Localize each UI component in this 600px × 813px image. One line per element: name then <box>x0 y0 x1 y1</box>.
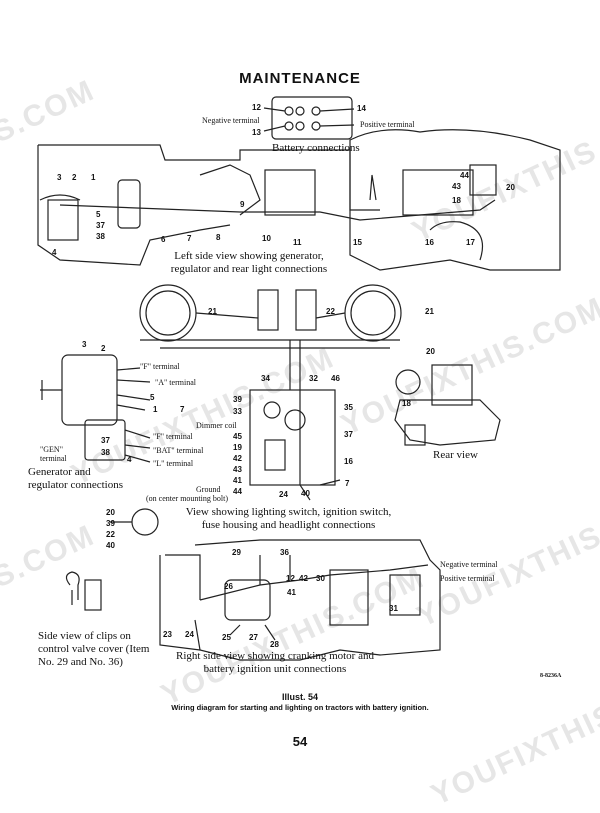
page-title: MAINTENANCE <box>239 70 361 87</box>
callout-number: 4 <box>127 455 132 464</box>
clips-caption: Side view of clips on control valve cove… <box>38 630 150 668</box>
callout-number: 9 <box>240 200 245 209</box>
callout-number: 15 <box>353 238 362 247</box>
callout-number: 31 <box>389 604 398 613</box>
callout-number: 8 <box>216 233 221 242</box>
rear-caption: Rear view <box>433 449 478 461</box>
callout-number: 16 <box>425 238 434 247</box>
callout-number: 1 <box>153 405 158 414</box>
callout-number: 16 <box>344 457 353 466</box>
callout-number: 10 <box>262 234 271 243</box>
callout-number: 40 <box>301 489 310 498</box>
ground-label: Ground <box>196 485 221 494</box>
callout-number: 39 <box>233 395 242 404</box>
callout-number: 5 <box>150 393 155 402</box>
dimmer-coil-label: Dimmer coil <box>196 421 237 430</box>
callout-number: 18 <box>452 196 461 205</box>
callout-number: 3 <box>82 340 87 349</box>
wiring-diagram <box>37 96 561 661</box>
callout-number: 43 <box>233 465 242 474</box>
callout-number: 7 <box>187 234 192 243</box>
right-negative-label: Negative terminal <box>440 560 498 569</box>
callout-number: 1 <box>91 173 96 182</box>
callout-number: 18 <box>402 399 411 408</box>
right-side-caption: Right side view showing cranking motor a… <box>176 650 374 675</box>
callout-number: 37 <box>344 430 353 439</box>
callout-number: 40 <box>106 541 115 550</box>
battery-caption: Battery connections <box>272 142 360 154</box>
callout-number: 4 <box>52 248 57 257</box>
right-positive-label: Positive terminal <box>440 574 495 583</box>
callout-number: 20 <box>506 183 515 192</box>
callout-number: 2 <box>72 173 77 182</box>
callout-number: 5 <box>96 210 101 219</box>
callout-number: 38 <box>101 448 110 457</box>
callout-number: 6 <box>161 235 166 244</box>
callout-number: 13 <box>252 128 261 137</box>
callout-number: 34 <box>261 374 270 383</box>
callout-number: 17 <box>466 238 475 247</box>
callout-number: 33 <box>233 407 242 416</box>
manual-page: S.COM YOUFIXTHIS YOUFIXTHIS.COM YOUFIXTH… <box>0 70 600 812</box>
battery-positive-label: Positive terminal <box>360 120 415 129</box>
callout-number: 25 <box>222 633 231 642</box>
switch-caption: View showing lighting switch, ignition s… <box>185 506 392 531</box>
callout-number: 37 <box>96 221 105 230</box>
callout-number: 26 <box>224 582 233 591</box>
callout-number: 41 <box>233 476 242 485</box>
f-terminal-label: "F" terminal <box>140 362 180 371</box>
callout-number: 38 <box>96 232 105 241</box>
callout-number: 14 <box>357 104 366 113</box>
callout-number: 44 <box>460 171 469 180</box>
callout-number: 29 <box>232 548 241 557</box>
callout-number: 11 <box>293 238 302 247</box>
callout-number: 2 <box>101 344 106 353</box>
illustration-label: Illust. 54 <box>281 692 318 702</box>
callout-number: 3 <box>57 173 62 182</box>
callout-number: 19 <box>233 443 242 452</box>
generator-caption: Generator and regulator connections <box>28 466 123 491</box>
callout-number: 42 <box>233 454 242 463</box>
callout-number: 21 <box>425 307 434 316</box>
callout-number: 45 <box>233 432 242 441</box>
callout-number: 32 <box>309 374 318 383</box>
callout-number: 44 <box>233 487 242 496</box>
callout-number: 20 <box>426 347 435 356</box>
callout-number: 7 <box>345 479 350 488</box>
l-terminal-label: "L" terminal <box>153 459 194 468</box>
callout-number: 43 <box>452 182 461 191</box>
callout-number: 46 <box>331 374 340 383</box>
callout-number: 22 <box>326 307 335 316</box>
page-number: 54 <box>292 734 308 749</box>
callout-number: 28 <box>270 640 279 649</box>
callout-number: 22 <box>106 530 115 539</box>
illustration-caption: Wiring diagram for starting and lighting… <box>171 703 429 712</box>
callout-number: 24 <box>279 490 288 499</box>
a-terminal-label: "A" terminal <box>155 378 196 387</box>
callout-number: 42 <box>299 574 308 583</box>
callout-number: 37 <box>101 436 110 445</box>
callout-number: 24 <box>185 630 194 639</box>
callout-number: 20 <box>106 508 115 517</box>
ground-sub-label: (on center mounting bolt) <box>146 494 228 503</box>
callout-number: 23 <box>163 630 172 639</box>
callout-number: 21 <box>208 307 217 316</box>
figure-code: 8-8236A <box>540 673 562 679</box>
callout-number: 30 <box>316 574 325 583</box>
callout-number: 41 <box>287 588 296 597</box>
gen-terminal-label: "GEN" terminal <box>40 445 67 463</box>
callout-number: 12 <box>252 103 261 112</box>
callout-number: 27 <box>249 633 258 642</box>
left-side-caption: Left side view showing generator, regula… <box>170 250 328 275</box>
callout-number: 36 <box>280 548 289 557</box>
battery-negative-label: Negative terminal <box>202 116 260 125</box>
callout-number: 12 <box>286 574 295 583</box>
f2-terminal-label: "F" terminal <box>153 432 193 441</box>
bat-terminal-label: "BAT" terminal <box>153 446 204 455</box>
callout-number: 39 <box>106 519 115 528</box>
callout-number: 35 <box>344 403 353 412</box>
callout-number: 7 <box>180 405 185 414</box>
